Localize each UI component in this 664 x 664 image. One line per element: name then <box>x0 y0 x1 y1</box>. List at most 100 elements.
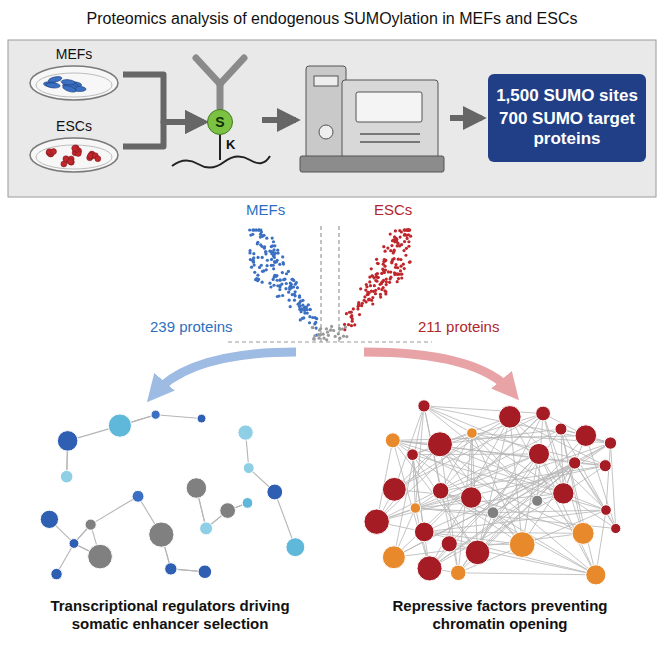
mass-spectrometer <box>300 66 444 172</box>
volcano-dot <box>389 276 392 279</box>
volcano-dot <box>281 255 284 258</box>
volcano-dot <box>268 282 271 285</box>
figure-title: Proteomics analysis of endogenous SUMOyl… <box>0 10 664 28</box>
volcano-dot <box>398 273 401 276</box>
volcano-dot <box>348 311 351 314</box>
network-edge <box>424 406 472 433</box>
network-node <box>57 431 78 452</box>
dish-label: ESCs <box>28 118 120 135</box>
volcano-dot <box>388 281 391 284</box>
volcano-dot <box>384 250 387 253</box>
volcano-dot <box>322 333 325 336</box>
network-node <box>586 565 606 585</box>
volcano-dot <box>313 334 316 337</box>
volcano-dot <box>315 317 318 320</box>
volcano-dot <box>405 234 408 237</box>
volcano-dot <box>360 304 363 307</box>
network-node <box>51 568 62 579</box>
volcano-dot <box>374 289 377 292</box>
network-edge <box>377 444 440 521</box>
volcano-dot <box>380 272 383 275</box>
volcano-dot <box>293 299 296 302</box>
network-node <box>382 477 406 501</box>
volcano-dot <box>275 275 278 278</box>
volcano-dot <box>308 315 311 318</box>
network-edge <box>472 433 616 528</box>
sumo-circle: S <box>207 109 233 135</box>
volcano-dot <box>403 240 406 243</box>
volcano-dot <box>313 322 316 325</box>
volcano-dot <box>249 233 252 236</box>
workflow-arrow <box>450 115 482 121</box>
volcano-dot <box>276 284 279 287</box>
volcano-dot <box>389 233 392 236</box>
volcano-dot <box>273 244 276 247</box>
volcano-dot <box>272 240 275 243</box>
network-edge <box>472 433 537 501</box>
volcano-dot <box>301 304 304 307</box>
volcano-dot <box>302 316 305 319</box>
volcano-dot <box>377 262 380 265</box>
volcano-dot <box>248 251 251 254</box>
volcano-dot <box>386 247 389 250</box>
volcano-dot <box>375 258 378 261</box>
network-node <box>509 532 535 558</box>
volcano-dot <box>277 251 280 254</box>
volcano-dot <box>371 296 374 299</box>
volcano-dot <box>370 299 373 302</box>
volcano-dot <box>341 327 344 330</box>
network-edge <box>424 406 543 414</box>
volcano-dot <box>272 278 275 281</box>
volcano-dot <box>276 279 279 282</box>
network-node <box>410 503 421 514</box>
sumo-letter: S <box>215 114 224 130</box>
volcano-dot <box>402 263 405 266</box>
volcano-dot <box>284 287 287 290</box>
volcano-dot <box>384 259 387 262</box>
network-node <box>532 495 543 506</box>
network-node <box>572 522 594 544</box>
volcano-dot <box>329 329 332 332</box>
volcano-dot <box>319 333 322 336</box>
network-node <box>555 423 567 435</box>
volcano-dot <box>393 235 396 238</box>
network-node <box>604 437 616 449</box>
volcano-dot <box>312 338 315 341</box>
network-node <box>242 498 253 509</box>
volcano-dot <box>332 329 335 332</box>
volcano-dot <box>334 335 337 338</box>
volcano-dot <box>260 230 263 233</box>
volcano-dot <box>256 274 259 277</box>
volcano-dot <box>403 267 406 270</box>
volcano-dot <box>253 271 256 274</box>
volcano-dot <box>280 282 283 285</box>
volcano-dot <box>265 264 268 267</box>
volcano-dot <box>251 259 254 262</box>
network-edge <box>424 413 543 531</box>
volcano-dot <box>406 237 409 240</box>
volcano-dot <box>281 271 284 274</box>
network-edge <box>91 496 138 524</box>
volcano-dot <box>350 324 353 327</box>
network-caption: Repressive factors preventing chromatin … <box>355 597 645 633</box>
volcano-dot <box>344 326 347 329</box>
volcano-dot <box>276 249 279 252</box>
network-node <box>465 540 490 565</box>
network-edge <box>377 433 472 522</box>
volcano-dot <box>330 325 333 328</box>
network-edge <box>510 417 605 466</box>
volcano-dot <box>342 335 345 338</box>
network-node <box>267 484 283 500</box>
volcano-dot <box>338 327 341 330</box>
result-box: 1,500 SUMO sites700 SUMO target proteins <box>488 74 646 161</box>
volcano-dot <box>253 263 256 266</box>
volcano-label: ESCs <box>374 201 412 219</box>
volcano-dots <box>248 228 412 341</box>
volcano-dot <box>352 307 355 310</box>
volcano-dot <box>296 286 299 289</box>
volcano-dot <box>350 315 353 318</box>
network-node <box>286 538 305 557</box>
volcano-dot <box>377 287 380 290</box>
network-node <box>108 414 131 437</box>
network-node <box>151 410 160 419</box>
